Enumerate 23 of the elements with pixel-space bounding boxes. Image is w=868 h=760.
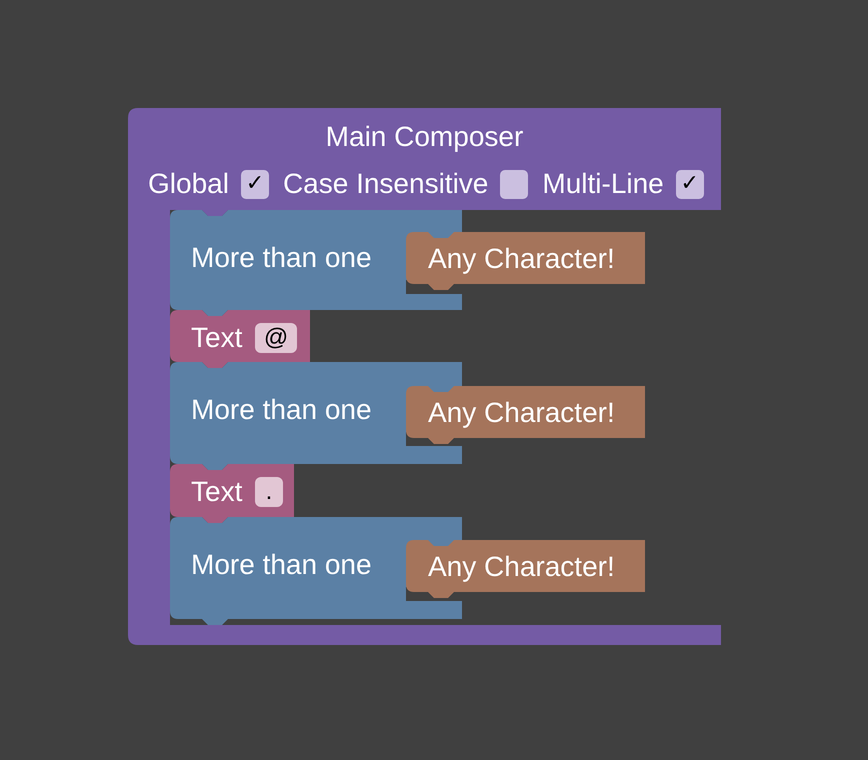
block-label: Any Character! <box>428 245 615 273</box>
block-label: More than one <box>191 551 372 579</box>
composer-block <box>128 108 721 645</box>
checkbox: ✓ <box>240 170 269 198</box>
value-block <box>406 386 645 444</box>
text-block <box>170 464 294 523</box>
block-label: More than one <box>191 396 372 424</box>
value-block <box>406 232 645 290</box>
block-title: Main Composer <box>326 123 524 151</box>
value-block <box>406 540 645 598</box>
text-block <box>170 310 310 368</box>
option-label: Case Insensitive <box>282 170 488 198</box>
checkbox: ✓ <box>676 170 704 198</box>
block-label: Any Character! <box>428 399 615 427</box>
text-input-field: . <box>255 477 283 507</box>
option-label: Global <box>148 170 229 198</box>
checkbox <box>500 170 528 198</box>
text-input-field: @ <box>255 323 297 353</box>
block-label: Text <box>191 324 242 352</box>
option-label: Multi-Line <box>542 170 664 198</box>
block-label: Text <box>191 478 242 506</box>
block-label: More than one <box>191 244 372 272</box>
block-label: Any Character! <box>428 553 615 581</box>
